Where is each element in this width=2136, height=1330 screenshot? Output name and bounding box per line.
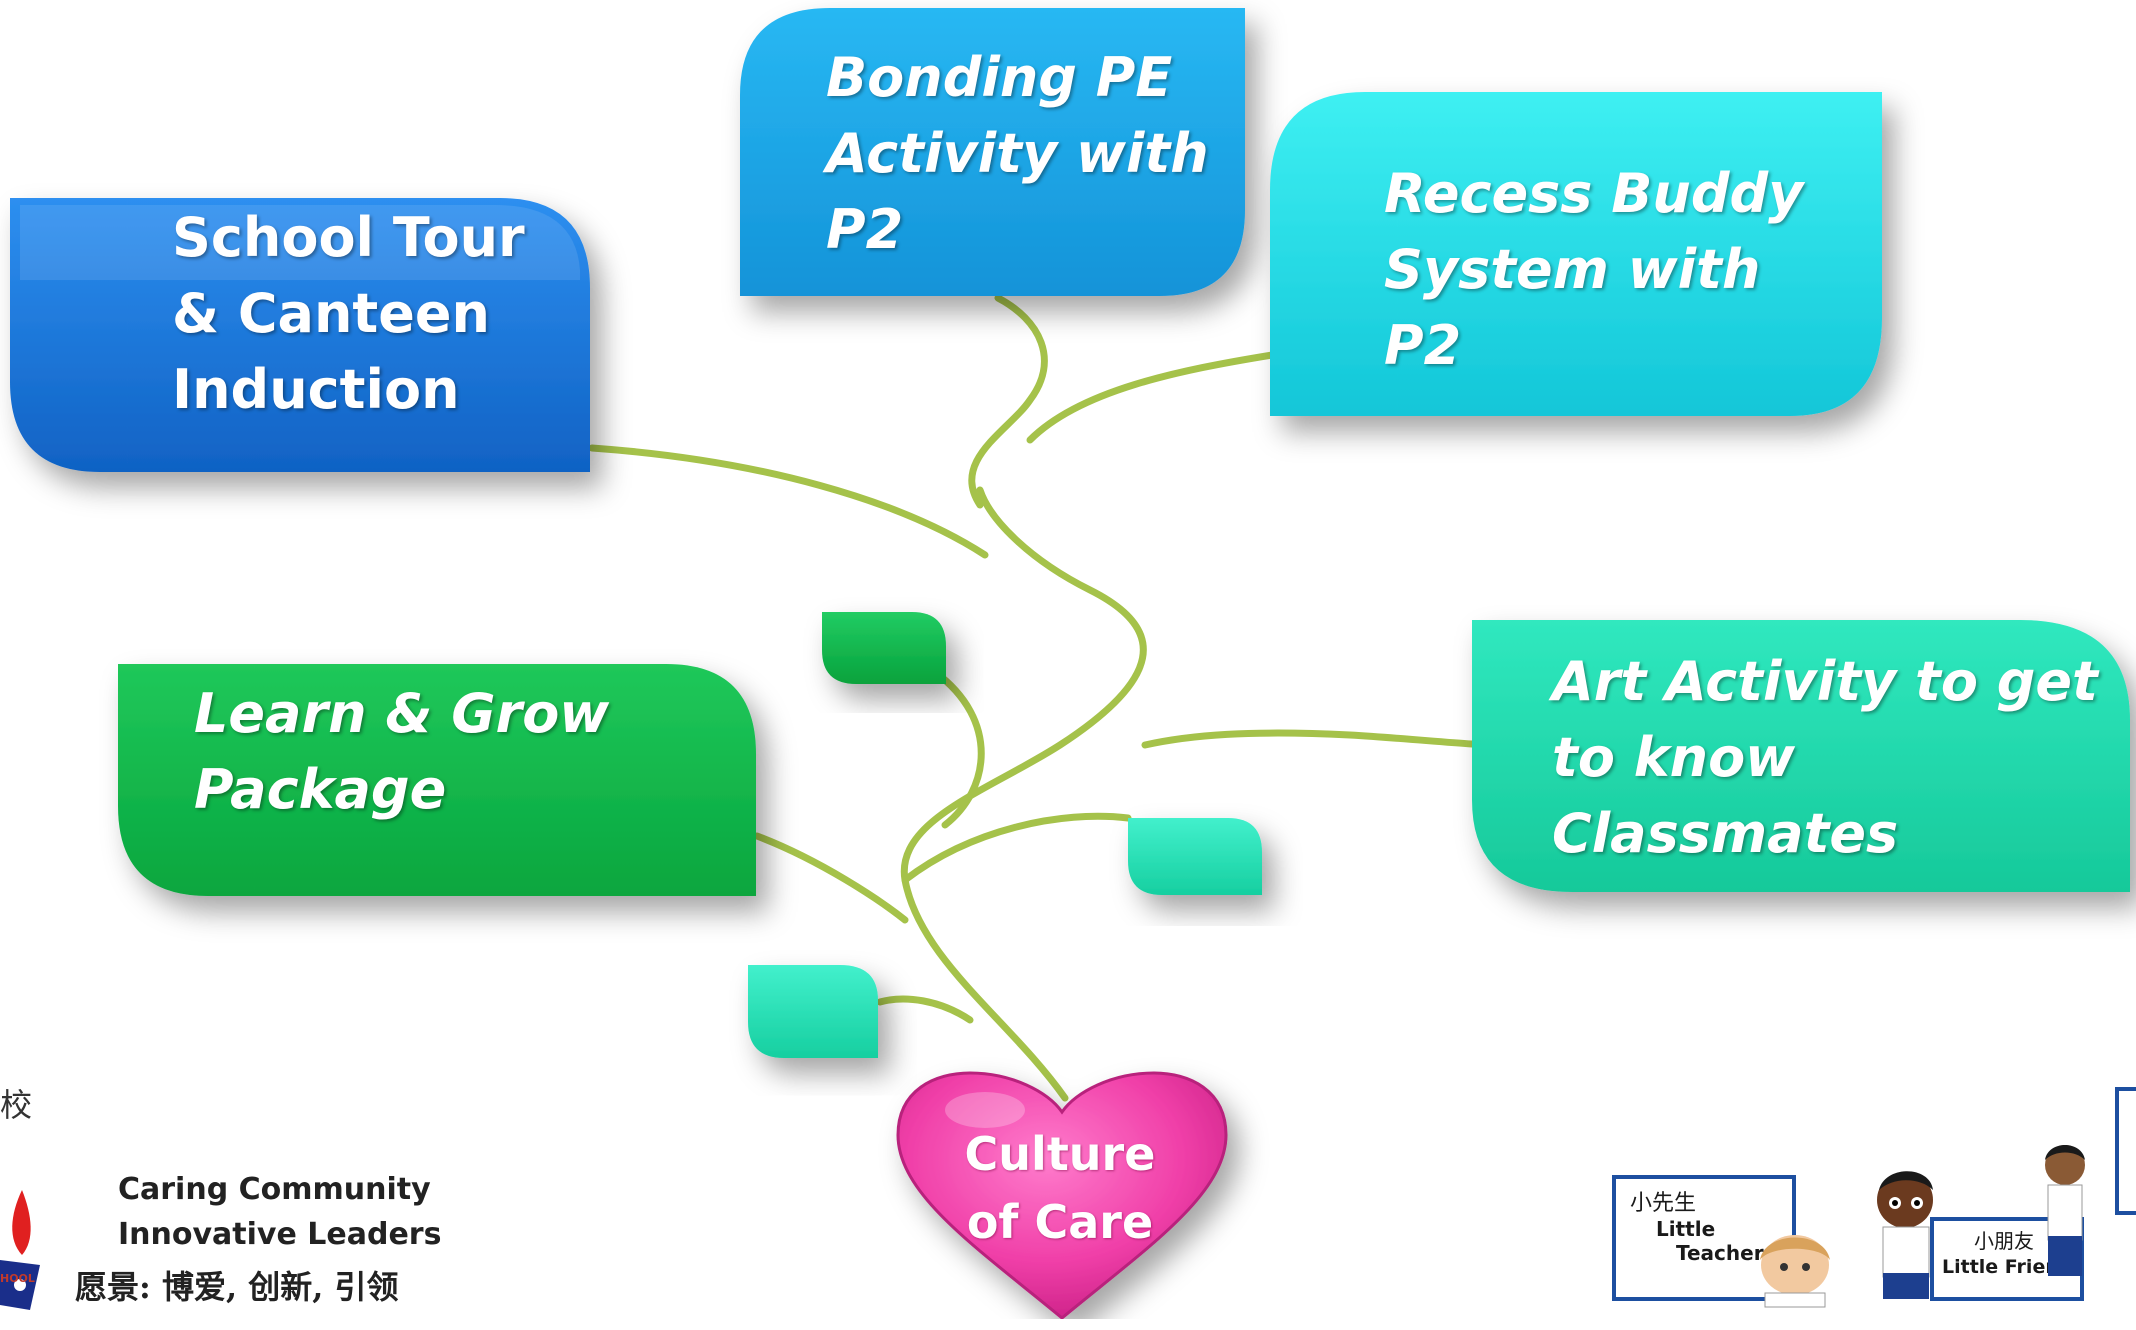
school-logo-char: 校 bbox=[0, 1086, 33, 1124]
art-activity-line-1: Art Activity to get bbox=[1552, 650, 2098, 713]
node-learn-grow[interactable] bbox=[118, 664, 756, 896]
branch-recess bbox=[1026, 351, 1276, 444]
leaf-teal-mid bbox=[1128, 818, 1262, 895]
school-name-fragment: HOOL bbox=[0, 1272, 35, 1285]
little-teacher-en-2: Teacher bbox=[1676, 1241, 1764, 1265]
little-friend-cn: 小朋友 bbox=[1974, 1229, 2034, 1253]
branch-learn bbox=[753, 832, 909, 924]
learn-grow-line-2: Package bbox=[194, 758, 447, 821]
bonding-pe-text: Bonding PE Activity with P2 bbox=[826, 40, 1209, 268]
little-teacher-illustration: 小先生 Little Teacher 小朋友 Little Friend bbox=[1610, 1085, 2136, 1310]
school-tour-text: School Tour & Canteen Induction bbox=[172, 200, 525, 428]
motto-line-1: Caring Community bbox=[118, 1172, 431, 1207]
leaf-teal-low bbox=[748, 965, 878, 1058]
branches bbox=[588, 294, 1476, 1102]
recess-buddy-line-3: P2 bbox=[1384, 314, 1462, 377]
recess-buddy-line-1: Recess Buddy bbox=[1384, 162, 1804, 225]
branch-leaf-top bbox=[931, 668, 985, 829]
heart-label-line-2: of Care bbox=[966, 1195, 1154, 1249]
heart-label: Culture of Care bbox=[940, 1120, 1180, 1256]
board-edge bbox=[2115, 1087, 2136, 1215]
branch-trunk bbox=[900, 486, 1147, 1102]
little-friend-en: Little Friend bbox=[1942, 1256, 2073, 1278]
motto-line-3: 愿景: 博爱, 创新, 引领 bbox=[75, 1268, 399, 1306]
node-bonding-pe[interactable] bbox=[740, 8, 1245, 296]
school-tour-line-2: & Canteen bbox=[172, 282, 490, 345]
boy-character-icon bbox=[1877, 1171, 1933, 1299]
school-tour-line-3: Induction bbox=[172, 358, 460, 421]
little-teacher-en-1: Little bbox=[1656, 1217, 1716, 1241]
bonding-pe-line-3: P2 bbox=[826, 198, 904, 261]
art-activity-line-3: Classmates bbox=[1552, 802, 1899, 865]
recess-buddy-text: Recess Buddy System with P2 bbox=[1384, 156, 1803, 384]
motto-line-2: Innovative Leaders bbox=[118, 1217, 442, 1252]
little-teacher-cn: 小先生 bbox=[1630, 1191, 1697, 1216]
learn-grow-text: Learn & Grow Package bbox=[194, 676, 609, 828]
little-teacher-board: 小先生 Little Teacher bbox=[1612, 1175, 1796, 1301]
learn-grow-line-1: Learn & Grow bbox=[194, 682, 610, 745]
leaf-green bbox=[822, 612, 946, 684]
art-activity-line-2: to know bbox=[1552, 726, 1796, 789]
branch-leaf-low bbox=[876, 995, 974, 1024]
school-tour-line-1: School Tour bbox=[172, 206, 525, 269]
school-logo-motto: 校 HOOL Caring Community Innovative Leade… bbox=[0, 1080, 442, 1310]
recess-buddy-line-2: System with bbox=[1384, 238, 1761, 301]
school-crest-icon bbox=[0, 1190, 40, 1310]
node-school-tour[interactable] bbox=[10, 198, 590, 472]
branch-school-tour bbox=[588, 444, 989, 559]
boy-pointing-icon bbox=[2045, 1145, 2085, 1276]
branch-bonding bbox=[968, 294, 1048, 509]
node-recess-buddy[interactable] bbox=[1270, 92, 1882, 416]
bonding-pe-line-1: Bonding PE bbox=[826, 46, 1173, 109]
branch-art bbox=[1141, 729, 1476, 749]
art-activity-text: Art Activity to get to know Classmates bbox=[1552, 644, 2098, 872]
branch-leaf-mid bbox=[901, 812, 1132, 884]
girl-character-icon bbox=[1760, 1235, 1830, 1308]
bonding-pe-line-2: Activity with bbox=[826, 122, 1209, 185]
heart-center[interactable] bbox=[896, 1071, 1228, 1319]
heart-label-line-1: Culture bbox=[964, 1127, 1156, 1181]
node-art-activity[interactable] bbox=[1472, 620, 2130, 892]
